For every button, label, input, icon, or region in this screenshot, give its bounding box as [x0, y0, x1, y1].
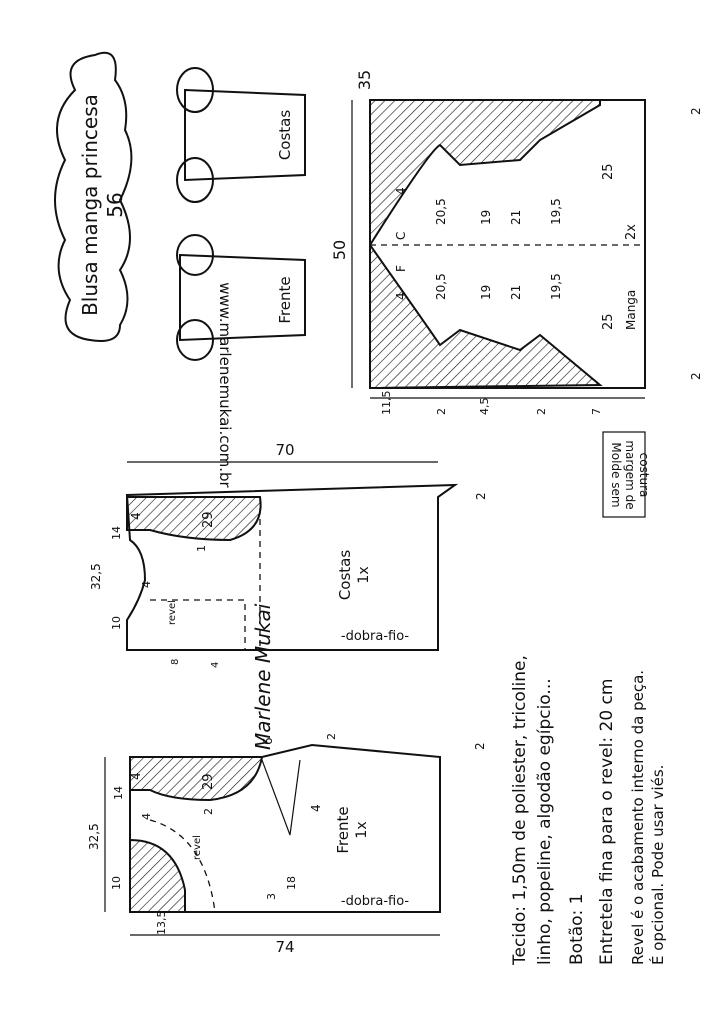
sleeve-seg: 4,5: [478, 398, 491, 416]
front-half-width: 32,5: [87, 823, 101, 850]
sleeve-width: 35: [355, 70, 374, 90]
sleeve-m1-bottom: 20,5: [434, 273, 448, 300]
sleeve-letter-c: C: [394, 232, 408, 240]
note-line: Tecido: 1,50m de poliester, tricoline,: [510, 655, 530, 966]
seam-allowance-note: Molde sem margem de costura: [602, 431, 651, 518]
sleeve-ease-top: 2: [689, 107, 703, 115]
front-neck-drop: 4: [129, 772, 143, 780]
back-sketch: Costas: [176, 67, 306, 203]
sleeve-letter-f: F: [394, 265, 408, 272]
note-line: Entretela fina para o revel: 20 cm: [597, 679, 617, 965]
sleeve-m2-top: 19: [479, 210, 493, 225]
back-piece: 70 29 2 4 14 32,5 10 4 revel 8 4 1 Costa…: [89, 441, 488, 668]
note-line: É opcional. Pode usar viés.: [648, 765, 667, 965]
sleeve-curve-c: 4: [394, 187, 408, 195]
front-gather: 2: [202, 808, 215, 815]
front-sketch-label: Frente: [276, 276, 294, 323]
back-facing-width: 8: [170, 659, 181, 665]
front-facing-label: revel: [192, 835, 203, 860]
sleeve-quantity: 2x: [624, 224, 639, 240]
sleeve-m4-top: 19,5: [549, 198, 563, 225]
back-hem-flare: 2: [474, 492, 488, 500]
sleeve-curve-f: 4: [394, 292, 408, 300]
back-facing-label: revel: [167, 600, 178, 625]
front-dart-open: 4: [309, 804, 323, 812]
front-length: 74: [275, 938, 294, 956]
sleeve-seg: 2: [535, 408, 548, 415]
sleeve-piece: 50 35 2 2 25 25 20,5 19 21 19,5 20,5 19 …: [330, 70, 703, 415]
sleeve-label: Manga: [624, 290, 638, 330]
back-gather: 1: [195, 545, 208, 552]
sleeve-edge-top: 25: [601, 163, 616, 180]
sleeve-m2-bottom: 19: [479, 285, 493, 300]
note-line: Revel é o acabamento interno da peça.: [629, 670, 647, 965]
website-url: www.marlenemukai.com.br: [216, 282, 234, 488]
sleeve-ease-bottom: 2: [689, 372, 703, 380]
front-dart-top: 6: [261, 737, 275, 745]
pattern-title: Blusa manga princesa: [78, 94, 102, 316]
back-neck-depth: 4: [140, 581, 153, 588]
title-cloud: Blusa manga princesa 56: [54, 51, 133, 342]
signature: Marlene Mukai: [251, 603, 275, 750]
front-dart-side: 2: [325, 733, 338, 740]
front-dart-length: 18: [285, 876, 298, 890]
front-piece: 29 6 2 2 4 4 14 32,5 10 4 18 3 13,5 74 2…: [87, 733, 487, 956]
sleeve-seg: 11,5: [380, 391, 393, 416]
back-fold-label: -dobra-fio-: [341, 629, 410, 644]
front-quantity: 1x: [354, 821, 370, 838]
sleeve-height: 50: [330, 240, 349, 260]
note-line: linho, popeline, algodão egípcio...: [535, 678, 555, 965]
front-sketch: Frente: [176, 234, 306, 361]
back-shoulder: 29: [201, 511, 216, 528]
material-notes: Tecido: 1,50m de poliester, tricoline, l…: [510, 655, 667, 966]
back-facing-depth: 4: [210, 662, 221, 668]
sleeve-m4-bottom: 19,5: [549, 273, 563, 300]
back-sketch-label: Costas: [276, 110, 294, 161]
front-neck-depth: 4: [140, 813, 153, 820]
sleeve-seg: 7: [590, 408, 603, 415]
back-label: Costas: [336, 550, 354, 601]
back-armhole: 14: [110, 526, 123, 540]
seam-note-line: margem de: [623, 440, 637, 509]
front-hem-step: 3: [265, 893, 278, 900]
sleeve-edge-bottom: 25: [601, 313, 616, 330]
note-line: Botão: 1: [567, 894, 587, 966]
back-half-width: 32,5: [89, 563, 103, 590]
front-neck-hem: 13,5: [155, 911, 168, 936]
sleeve-m1-top: 20,5: [434, 198, 448, 225]
back-neck-drop: 4: [129, 512, 143, 520]
seam-note-line: costura: [637, 453, 651, 498]
front-hem-flare: 2: [473, 742, 487, 750]
front-neck-width: 10: [110, 876, 123, 890]
seam-note-line: Molde sem: [609, 442, 623, 507]
front-shoulder: 29: [201, 773, 216, 790]
front-label: Frente: [334, 806, 352, 853]
back-length: 70: [275, 441, 294, 459]
back-quantity: 1x: [356, 566, 372, 583]
pattern-size: 56: [103, 192, 127, 217]
sleeve-m3-bottom: 21: [509, 285, 523, 300]
back-neck-width: 10: [110, 616, 123, 630]
sleeve-seg: 2: [435, 408, 448, 415]
front-armhole: 14: [112, 786, 125, 800]
sleeve-m3-top: 21: [509, 210, 523, 225]
front-fold-label: -dobra-fio-: [341, 894, 410, 909]
